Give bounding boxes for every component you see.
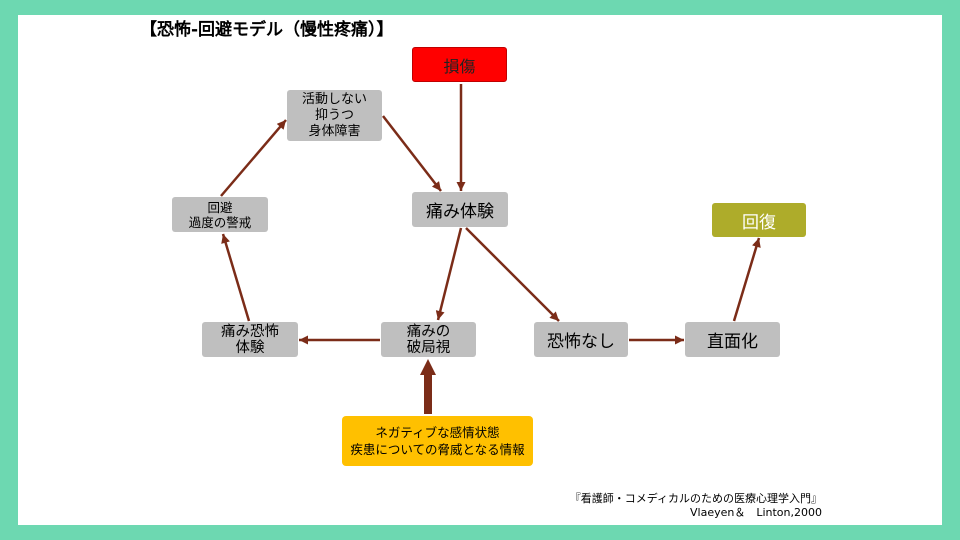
node-disuse-line: 身体障害 <box>308 123 361 139</box>
node-disuse: 活動しない 抑うつ 身体障害 <box>287 90 382 141</box>
node-pain-fear: 痛み恐怖 体験 <box>202 322 298 357</box>
node-avoidance-line: 過度の警戒 <box>188 214 252 230</box>
slide-title: 【恐怖-回避モデル（慢性疼痛）】 <box>140 20 394 40</box>
node-injury-label: 損傷 <box>443 56 476 76</box>
node-recovery-label: 回復 <box>742 212 776 233</box>
node-pain-fear-line: 体験 <box>235 339 265 356</box>
node-negative-affect-line: ネガティブな感情状態 <box>375 425 500 440</box>
source-citation: 『看護師・コメディカルのための医療心理学入門』 Vlaeyen＆ Linton,… <box>570 492 822 520</box>
source-book: 『看護師・コメディカルのための医療心理学入門』 <box>569 492 822 505</box>
node-catastrophizing-line: 痛みの <box>406 323 451 340</box>
node-negative-affect-line: 疾患についての脅威となる情報 <box>350 442 525 457</box>
node-catastrophizing-line: 破局視 <box>406 339 451 356</box>
node-no-fear-label: 恐怖なし <box>547 332 615 352</box>
node-recovery: 回復 <box>712 203 806 237</box>
node-pain-experience: 痛み体験 <box>412 192 508 227</box>
node-negative-affect: ネガティブな感情状態 疾患についての脅威となる情報 <box>342 416 533 466</box>
node-catastrophizing: 痛みの 破局視 <box>381 322 476 357</box>
source-authors: Vlaeyen＆ Linton,2000 <box>690 506 822 519</box>
node-avoidance-line: 回避 <box>207 199 233 215</box>
node-avoidance: 回避 過度の警戒 <box>172 197 268 232</box>
node-confrontation: 直面化 <box>685 322 780 357</box>
node-pain-fear-line: 痛み恐怖 <box>221 323 279 340</box>
node-confrontation-label: 直面化 <box>707 332 758 352</box>
node-pain-experience-label: 痛み体験 <box>426 202 494 222</box>
node-no-fear: 恐怖なし <box>534 322 628 357</box>
node-disuse-line: 活動しない <box>301 91 367 107</box>
node-injury: 損傷 <box>412 47 507 82</box>
node-disuse-line: 抑うつ <box>314 107 354 123</box>
